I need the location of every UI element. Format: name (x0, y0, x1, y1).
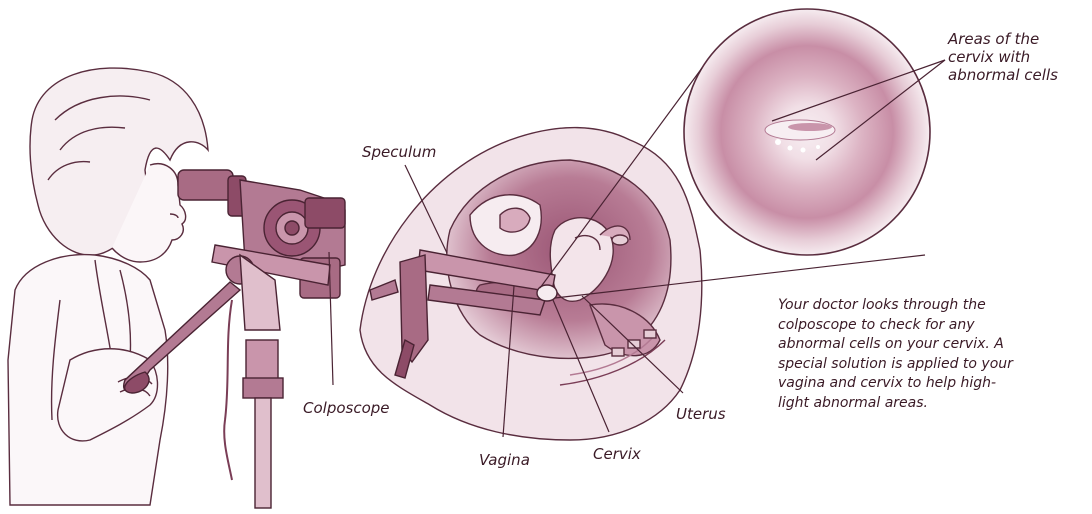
label-vagina: Vagina (479, 451, 530, 469)
doctor-figure (7, 67, 209, 506)
colposcope-device (123, 169, 346, 509)
speculum-instrument (369, 249, 556, 379)
label-uterus: Uterus (676, 405, 726, 423)
magnifier-connector-lines (539, 67, 926, 299)
label-colposcope: Colposcope (303, 399, 390, 417)
cervix-opening (536, 284, 558, 302)
leader-lines (328, 59, 946, 438)
label-speculum: Speculum (362, 143, 437, 161)
label-abnormal-areas: Areas of the cervix with abnormal cells (948, 30, 1058, 84)
caption-text: Your doctor looks through the colposcope… (778, 297, 1013, 411)
magnified-cervix-view (683, 8, 931, 256)
label-cervix: Cervix (593, 445, 641, 463)
